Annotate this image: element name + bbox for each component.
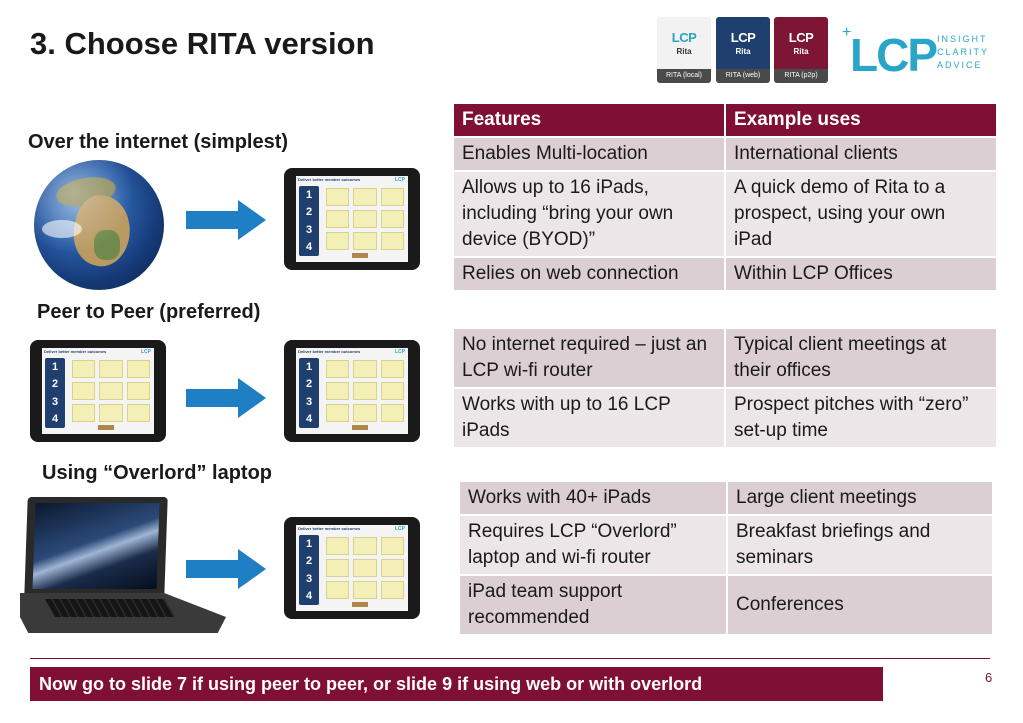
- section-label-p2p: Peer to Peer (preferred): [37, 301, 261, 323]
- features-table-p2p: No internet required – just an LCP wi-fi…: [452, 327, 998, 449]
- table-cell: Enables Multi-location: [452, 136, 726, 172]
- ipad-number: 3: [305, 572, 313, 585]
- table-cell: iPad team support recommended: [458, 574, 728, 636]
- ipad-screen-title: Deliver better member outcomes: [298, 177, 361, 182]
- logo-wordmark: LCP: [850, 29, 938, 81]
- table-cell: Within LCP Offices: [724, 256, 998, 292]
- arrow-right-icon: [186, 200, 266, 240]
- ipad-number: 1: [305, 537, 313, 550]
- ipad-icon: Deliver better member outcomes LCP 1 2 3 4: [284, 168, 420, 270]
- ipad-number: 4: [305, 590, 313, 603]
- table-cell: Requires LCP “Overlord” laptop and wi-fi…: [458, 514, 728, 576]
- ipad-number: 1: [305, 188, 313, 201]
- ipad-screen-title: Deliver better member outcomes: [298, 349, 361, 354]
- ipad-number: 3: [305, 223, 313, 236]
- ipad-number: 4: [305, 241, 313, 254]
- ipad-screen-logo: LCP: [395, 349, 405, 355]
- ipad-number: 3: [51, 395, 59, 408]
- features-table-internet: Features Example uses Enables Multi-loca…: [452, 102, 998, 292]
- section-label-overlord: Using “Overlord” laptop: [42, 462, 273, 484]
- rita-p2p-app-icon: LCP Rita RITA (p2p): [774, 17, 828, 83]
- table-cell: Typical client meetings at their offices: [724, 327, 998, 389]
- arrow-right-icon: [186, 378, 266, 418]
- table-cell: Works with up to 16 LCP iPads: [452, 387, 726, 449]
- table-row: Relies on web connection Within LCP Offi…: [452, 256, 998, 292]
- table-cell: Allows up to 16 iPads, including “bring …: [452, 170, 726, 258]
- footer-banner: Now go to slide 7 if using peer to peer,…: [30, 667, 883, 701]
- ipad-screen-logo: LCP: [141, 349, 151, 355]
- app-icon-caption: RITA (local): [657, 69, 711, 83]
- laptop-icon: [20, 497, 230, 637]
- ipad-number: 2: [305, 378, 313, 391]
- ipad-screen-title: Deliver better member outcomes: [44, 349, 107, 354]
- ipad-number: 1: [305, 360, 313, 373]
- ipad-screen-logo: LCP: [395, 526, 405, 532]
- section-label-internet: Over the internet (simplest): [28, 131, 289, 153]
- table-cell: Works with 40+ iPads: [458, 480, 728, 516]
- ipad-number: 4: [51, 413, 59, 426]
- logo-tagline-clarity: CLARITY: [937, 47, 990, 57]
- lcp-logo: + LCP INSIGHT CLARITY ADVICE: [842, 24, 1002, 81]
- app-icon-brand: LCP: [730, 30, 756, 45]
- footer-divider: [30, 658, 990, 659]
- globe-icon: [34, 160, 164, 290]
- logo-plus-mark: +: [842, 24, 852, 41]
- page-number: 6: [985, 670, 993, 685]
- rita-web-app-icon: LCP Rita RITA (web): [716, 17, 770, 83]
- ipad-number: 2: [51, 378, 59, 391]
- table-header-features: Features: [452, 102, 726, 138]
- arrow-right-icon: [186, 549, 266, 589]
- table-cell: Prospect pitches with “zero” set-up time: [724, 387, 998, 449]
- ipad-number: 1: [51, 360, 59, 373]
- ipad-icon: Deliver better member outcomes LCP 1 2 3 4: [284, 340, 420, 442]
- ipad-icon: Deliver better member outcomes LCP 1 2 3 4: [284, 517, 420, 619]
- table-cell: A quick demo of Rita to a prospect, usin…: [724, 170, 998, 258]
- table-row: Allows up to 16 iPads, including “bring …: [452, 170, 998, 258]
- table-cell: No internet required – just an LCP wi-fi…: [452, 327, 726, 389]
- ipad-number: 2: [305, 555, 313, 568]
- app-icon-name: Rita: [735, 47, 751, 56]
- app-icon-name: Rita: [793, 47, 809, 56]
- app-icon-brand: LCP: [788, 30, 814, 45]
- slide-title: 3. Choose RITA version: [30, 26, 375, 61]
- table-cell: Relies on web connection: [452, 256, 726, 292]
- logo-tagline-insight: INSIGHT: [937, 34, 988, 44]
- table-row: Enables Multi-location International cli…: [452, 136, 998, 172]
- ipad-screen-logo: LCP: [395, 177, 405, 183]
- table-row: No internet required – just an LCP wi-fi…: [452, 327, 998, 389]
- features-table-overlord: Works with 40+ iPads Large client meetin…: [458, 480, 994, 636]
- app-icon-caption: RITA (p2p): [774, 69, 828, 83]
- app-icon-name: Rita: [676, 47, 692, 56]
- logo-tagline-advice: ADVICE: [937, 60, 983, 70]
- ipad-screen-title: Deliver better member outcomes: [298, 526, 361, 531]
- table-cell: Large client meetings: [726, 480, 994, 516]
- app-icon-brand: LCP: [671, 30, 697, 45]
- ipad-number: 4: [305, 413, 313, 426]
- ipad-icon: Deliver better member outcomes LCP 1 2 3 4: [30, 340, 166, 442]
- table-cell: International clients: [724, 136, 998, 172]
- table-row: Requires LCP “Overlord” laptop and wi-fi…: [458, 514, 994, 576]
- table-header-example-uses: Example uses: [724, 102, 998, 138]
- table-cell: Breakfast briefings and seminars: [726, 514, 994, 576]
- ipad-number: 2: [305, 206, 313, 219]
- table-row: Works with 40+ iPads Large client meetin…: [458, 480, 994, 516]
- app-icon-caption: RITA (web): [716, 69, 770, 83]
- table-row: iPad team support recommended Conference…: [458, 574, 994, 636]
- table-row: Works with up to 16 LCP iPads Prospect p…: [452, 387, 998, 449]
- table-cell: Conferences: [726, 574, 994, 636]
- ipad-number: 3: [305, 395, 313, 408]
- rita-local-app-icon: LCP Rita RITA (local): [657, 17, 711, 83]
